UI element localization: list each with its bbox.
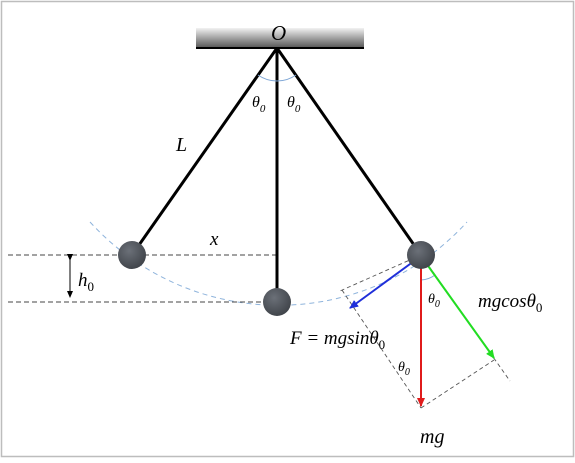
label-normal-component: mgcosθ0 <box>478 291 542 315</box>
bob-bottom <box>263 288 291 316</box>
bob-left <box>118 241 146 269</box>
construct-parallel-b <box>420 359 495 409</box>
label-tangential-force: F = mgsinθ0 <box>289 328 385 352</box>
label-theta-at-bob: θ0 <box>428 292 440 310</box>
label-height: h0 <box>78 270 94 294</box>
bob-right <box>407 241 435 269</box>
label-gravity: mg <box>420 426 444 448</box>
pivot-angle-arc <box>257 74 297 82</box>
label-pivot: O <box>271 21 286 45</box>
normal-component-arrow <box>420 255 495 359</box>
tangential-force-arrow <box>349 255 422 309</box>
label-theta-left: θ0 <box>252 94 266 115</box>
label-theta-right: θ0 <box>287 94 301 115</box>
ceiling-support <box>196 28 364 48</box>
label-displacement: x <box>209 229 219 250</box>
label-theta-bottom: θ0 <box>398 360 410 378</box>
rod-right <box>275 47 423 256</box>
construct-tangent-ext <box>339 254 422 292</box>
bob-angle-arc <box>420 274 436 281</box>
rod-left <box>130 47 279 256</box>
label-length: L <box>175 134 187 156</box>
construct-parallel-a <box>341 289 422 409</box>
